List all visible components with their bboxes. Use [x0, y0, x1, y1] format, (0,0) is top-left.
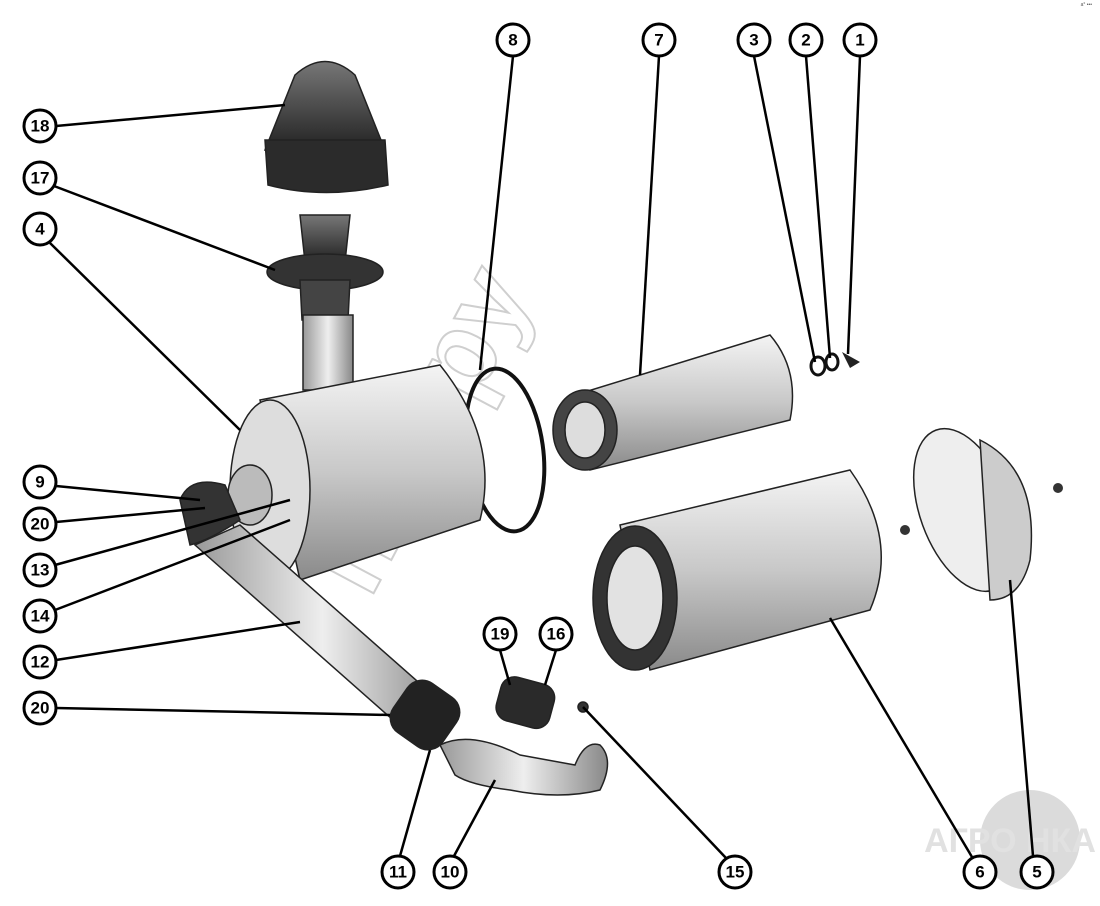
svg-text:2: 2	[801, 31, 810, 50]
svg-text:8: 8	[508, 31, 517, 50]
watermark-logo: АГРО НКА	[924, 790, 1096, 890]
leader-lines	[49, 55, 1035, 859]
callout-11: 11	[380, 854, 416, 890]
callout-13: 13	[22, 552, 58, 588]
callout-1: 1	[842, 22, 878, 58]
corner-mark: a° •••	[1080, 2, 1092, 8]
callout-17: 17	[22, 160, 58, 196]
svg-text:3: 3	[749, 31, 758, 50]
callout-10: 10	[432, 854, 468, 890]
svg-text:5: 5	[1032, 863, 1041, 882]
part-main-element	[592, 469, 882, 671]
callout-20-upper: 20	[22, 506, 58, 542]
callout-15: 15	[717, 854, 753, 890]
svg-text:14: 14	[31, 607, 50, 626]
svg-text:6: 6	[975, 863, 984, 882]
part-precleaner	[266, 214, 384, 321]
svg-text:19: 19	[491, 625, 510, 644]
part-bent-pipe	[438, 738, 609, 796]
callout-20-lower: 20	[22, 690, 58, 726]
callout-5: 5	[1019, 854, 1055, 890]
part-cover	[900, 427, 1063, 601]
svg-text:20: 20	[31, 515, 50, 534]
callout-2: 2	[788, 22, 824, 58]
part-cap	[263, 60, 389, 194]
svg-text:АГРО НКА: АГРО НКА	[924, 822, 1096, 860]
svg-text:16: 16	[547, 625, 566, 644]
svg-text:1: 1	[855, 31, 864, 50]
callout-7: 7	[641, 22, 677, 58]
part-hose-clamps	[389, 676, 589, 751]
part-elbow-and-pipe	[179, 481, 452, 736]
part-washers-nut	[809, 352, 860, 377]
svg-text:17: 17	[31, 169, 50, 188]
callout-19: 19	[482, 616, 518, 652]
callout-3: 3	[736, 22, 772, 58]
callout-6: 6	[962, 854, 998, 890]
svg-text:7: 7	[654, 31, 663, 50]
svg-text:12: 12	[31, 653, 50, 672]
callout-14: 14	[22, 598, 58, 634]
svg-text:13: 13	[31, 561, 50, 580]
callout-8: 8	[495, 22, 531, 58]
part-safety-element	[552, 334, 794, 471]
callout-4: 4	[22, 211, 58, 247]
svg-text:4: 4	[35, 220, 45, 239]
svg-text:18: 18	[31, 117, 50, 136]
svg-text:10: 10	[441, 863, 460, 882]
svg-text:11: 11	[389, 863, 407, 882]
callout-12: 12	[22, 644, 58, 680]
callout-18: 18	[22, 108, 58, 144]
callout-9: 9	[22, 464, 58, 500]
svg-text:20: 20	[31, 699, 50, 718]
part-intake-pipe	[302, 314, 354, 391]
svg-text:15: 15	[726, 863, 745, 882]
callout-16: 16	[538, 616, 574, 652]
svg-text:9: 9	[35, 473, 44, 492]
